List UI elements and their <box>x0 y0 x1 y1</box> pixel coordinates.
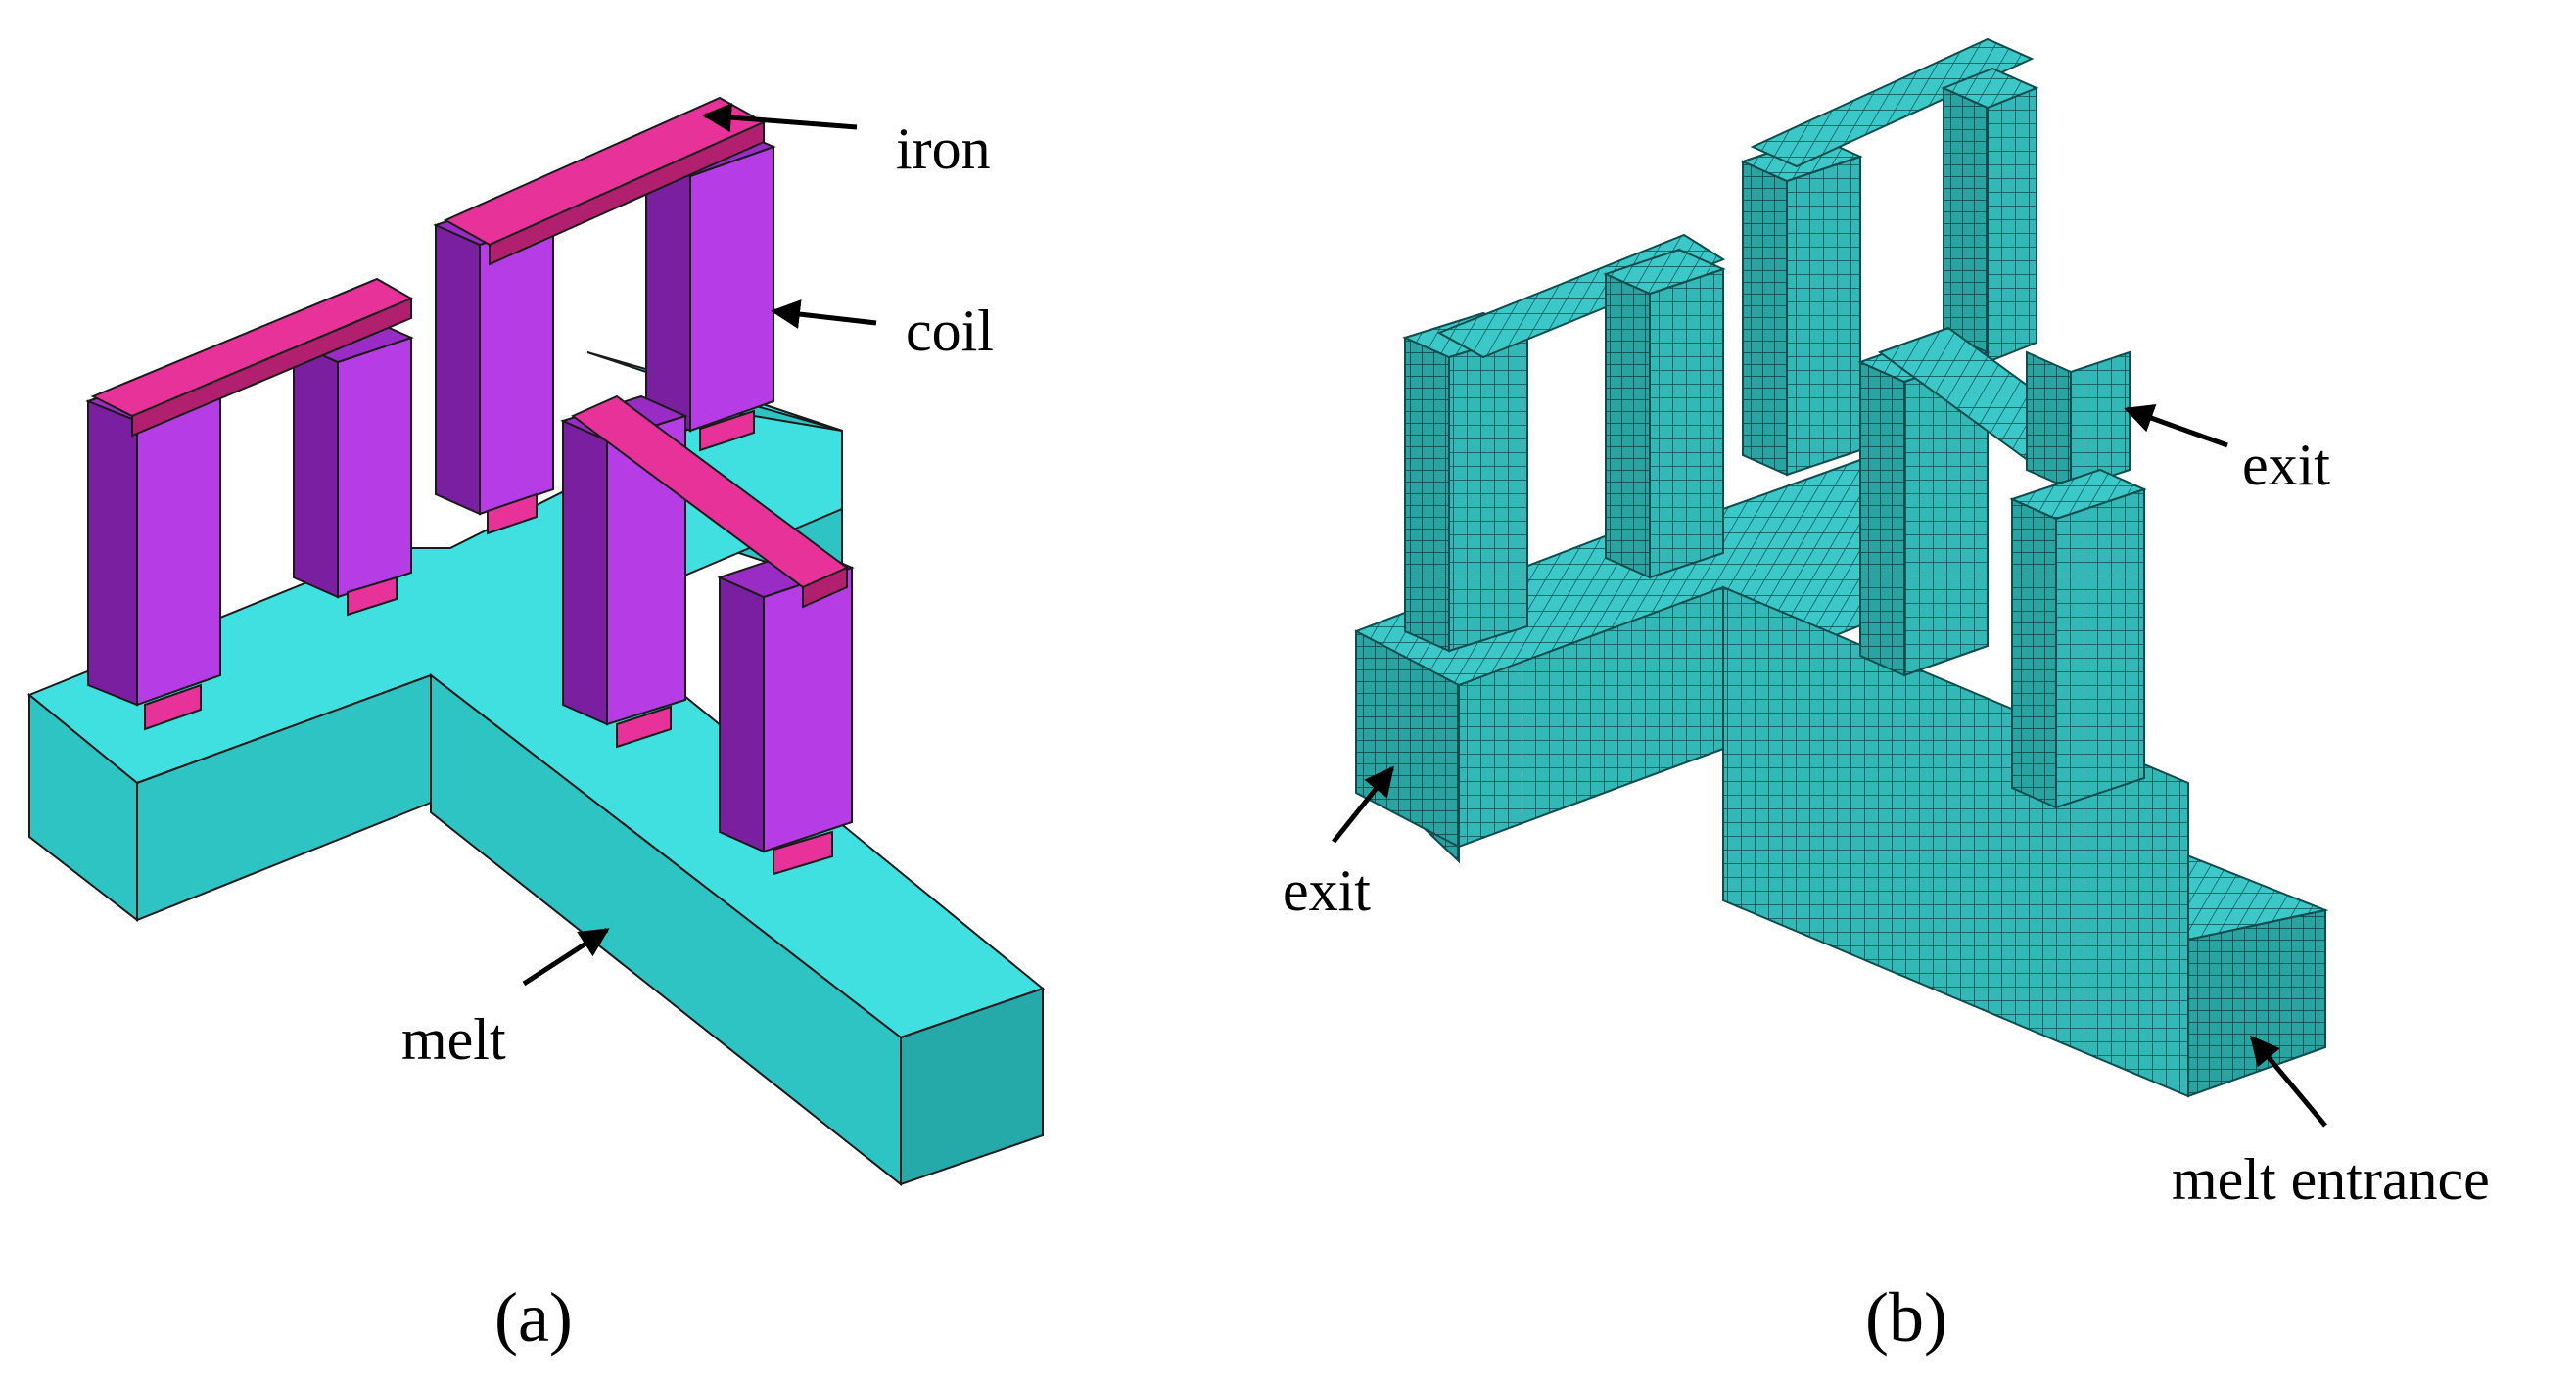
callout-coil: coil <box>771 299 994 363</box>
iron-bar-middle <box>443 96 767 266</box>
label-exit-right: exit <box>2242 433 2330 497</box>
label-melt: melt <box>401 1007 506 1072</box>
label-exit-left: exit <box>1283 858 1371 923</box>
coil-left-back <box>291 316 414 617</box>
melt-channel <box>27 351 1046 1187</box>
callout-iron: iron <box>702 103 991 181</box>
mesh-block-left <box>1402 233 1726 653</box>
iron-bar-left <box>90 277 414 438</box>
coil-group <box>85 125 855 876</box>
panel-a: iron coil melt (a) <box>27 96 1046 1357</box>
callout-melt: melt <box>401 927 610 1072</box>
coil-front-left <box>560 394 688 749</box>
callout-exit-right: exit <box>2124 404 2330 497</box>
panel-b: exit exit melt entrance (b) <box>1283 37 2490 1357</box>
iron-group <box>90 96 849 609</box>
mesh-coils <box>1402 37 2147 809</box>
mesh-block-middle-left <box>1740 37 2035 477</box>
callout-melt-entrance: melt entrance <box>2172 1035 2490 1212</box>
caption-a: (a) <box>494 1278 573 1357</box>
mesh-block-left-back <box>1603 248 1726 579</box>
label-melt-entrance: melt entrance <box>2172 1147 2490 1212</box>
callout-exit-left: exit <box>1283 765 1394 923</box>
caption-b: (b) <box>1865 1278 1947 1357</box>
label-coil: coil <box>906 299 994 363</box>
mesh-block-middle-right <box>1941 67 2039 364</box>
mesh-block-right-back <box>2026 350 2131 491</box>
label-iron: iron <box>896 116 991 181</box>
mesh-block-front-right <box>2009 468 2147 809</box>
iron-bar-front <box>571 394 849 609</box>
coil-front-right <box>717 546 855 876</box>
